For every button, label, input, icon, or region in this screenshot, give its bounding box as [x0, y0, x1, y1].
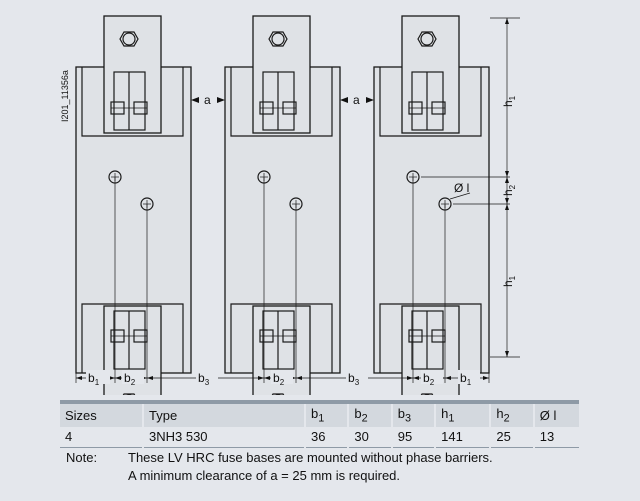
note-line-1: These LV HRC fuse bases are mounted with…: [128, 450, 493, 465]
dim-b1-right: b1: [460, 371, 472, 387]
vertical-dimensions: [505, 18, 509, 357]
cell-b3: 95: [390, 426, 436, 448]
dim-b1-left: b1: [88, 371, 100, 387]
figure-id: I201_11356a: [60, 70, 70, 122]
dim-h1-top: h1: [501, 95, 517, 107]
cell-b1: 36: [303, 426, 349, 448]
dim-hole-diameter: Ø l: [454, 181, 469, 195]
dim-b2-left: b2: [124, 371, 136, 387]
hole-leader: [449, 192, 471, 200]
fuse-base-drawing: b1 b2 b3 b2 b3 b2 b1 a a h1 h2 h1 Ø l I2…: [60, 15, 520, 395]
header-b1: b1: [303, 400, 349, 427]
cell-h2: 25: [489, 426, 534, 448]
dim-b2-middle: b2: [273, 371, 285, 387]
fuse-base-right: [373, 15, 490, 395]
extension-lines: [75, 17, 520, 383]
fuse-base-left: [75, 15, 192, 395]
fuse-base-middle: [224, 15, 341, 395]
header-type: Type: [142, 400, 305, 427]
clearance-dimensions: a a: [191, 93, 374, 107]
header-b3: b3: [390, 400, 436, 427]
dim-h1-bottom: h1: [501, 275, 517, 287]
cell-type: 3NH3 530: [142, 426, 305, 448]
cell-size: 4: [60, 426, 143, 448]
header-b2: b2: [347, 400, 392, 427]
cell-hole: 13: [532, 426, 579, 448]
dim-a-left: a: [204, 93, 211, 107]
header-h2: h2: [489, 400, 534, 427]
header-hole: Ø l: [532, 400, 579, 427]
table-header-row: Sizes Type b1 b2 b3 h1 h2 Ø l: [60, 400, 579, 427]
header-h1: h1: [434, 400, 491, 427]
table-row: 4 3NH3 530 36 30 95 141 25 13: [60, 426, 579, 448]
cell-b2: 30: [347, 426, 392, 448]
dim-h2: h2: [501, 184, 517, 196]
header-sizes: Sizes: [60, 400, 143, 427]
cell-h1: 141: [434, 426, 491, 448]
dim-b2-right: b2: [423, 371, 435, 387]
note-label: Note:: [66, 450, 98, 465]
note-line-2: A minimum clearance of a = 25 mm is requ…: [128, 468, 401, 483]
dim-a-right: a: [353, 93, 360, 107]
dim-b3-left: b3: [198, 371, 210, 387]
dimensions-table: Sizes Type b1 b2 b3 h1 h2 Ø l 4 3NH3 530…: [60, 400, 579, 448]
dim-b3-right: b3: [348, 371, 360, 387]
